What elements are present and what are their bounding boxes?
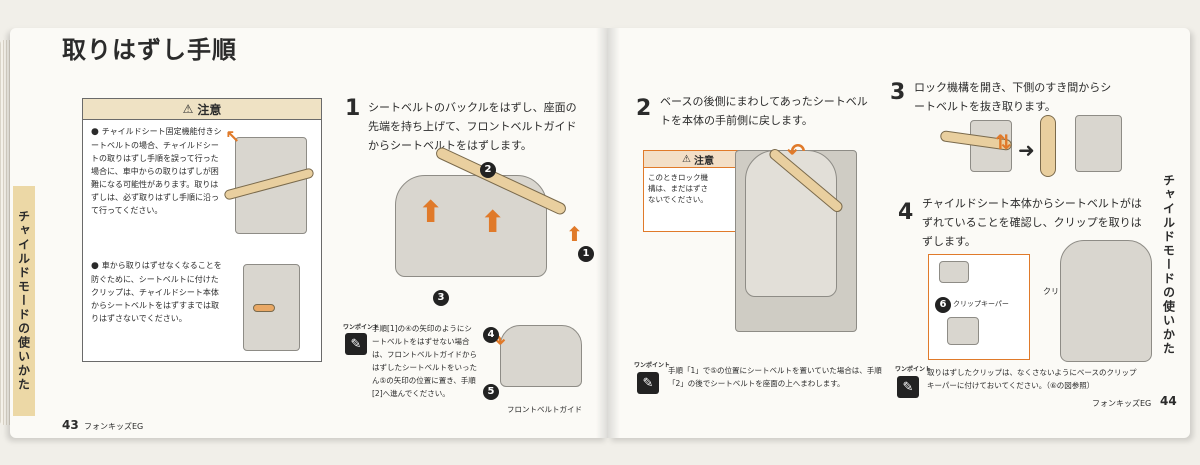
- seat-front-illustration: [500, 325, 582, 387]
- callout-2: 2: [480, 162, 496, 178]
- arrow-up-icon: ⬆: [480, 205, 506, 240]
- caution-box: ⚠ 注意 ● チャイルドシート固定機能付きシートベルトの場合、チャイルドシートの…: [82, 98, 322, 362]
- clip-mark: [253, 304, 275, 312]
- clip-label: クリップ: [1043, 287, 1075, 296]
- pencil-icon: ✎: [897, 376, 919, 398]
- caution-header-2: ⚠ 注意: [644, 151, 752, 168]
- step-2-text: ベースの後側にまわしてあったシートベルトを本体の手前側に戻します。: [660, 95, 868, 127]
- chapter-tab-right: チャイルドモードの使いかた: [1161, 174, 1176, 356]
- page-number-left: 43: [62, 418, 79, 432]
- model-name-right: フォンキッズEG: [1092, 399, 1152, 408]
- warning-icon: ⚠: [182, 102, 194, 116]
- step-4-text: チャイルドシート本体からシートベルトがはずれていることを確認し、クリップを取りは…: [922, 197, 1142, 248]
- caution-item-2: ● 車から取りはずせなくなることを防ぐために、シートベルトに付けたクリップは、チ…: [91, 261, 222, 323]
- callout-5: 5: [483, 384, 499, 400]
- onepoint-label: ワンポイント: [895, 366, 932, 373]
- pencil-icon: ✎: [637, 372, 659, 394]
- callout-3: 3: [433, 290, 449, 306]
- front-belt-guide-label: フロントベルトガイド: [507, 405, 582, 414]
- step-1-text: シートベルトのバックルをはずし、座面の先端を持ち上げて、フロントベルトガイドから…: [368, 101, 577, 152]
- right-page: [608, 28, 1190, 438]
- onepoint-label: ワンポイント: [343, 324, 380, 331]
- arrow-icon: ↖: [225, 127, 241, 148]
- callout-1: 1: [578, 246, 594, 262]
- onepoint-text-2: 取りはずしたクリップは、なくさないようにベースのクリップキーパーに付けておいてく…: [927, 368, 1137, 390]
- seatbelt-illustration: [1040, 115, 1056, 177]
- page-number-right: 44: [1160, 394, 1177, 408]
- book-spine: [596, 28, 620, 438]
- arrow-curve-icon: ↶: [787, 140, 806, 165]
- pencil-icon: ✎: [345, 333, 367, 355]
- clip-keeper-callout: 6 クリップキーパー: [928, 254, 1030, 360]
- warning-icon: ⚠: [682, 153, 691, 165]
- child-seat-in-car-illustration: [1060, 240, 1152, 362]
- arrow-up-icon: ⬆: [566, 222, 583, 246]
- model-name-left: フォンキッズEG: [84, 422, 144, 431]
- step-4-number: 4: [898, 200, 914, 225]
- step-3-number: 3: [890, 80, 906, 105]
- arrow-up-icon: ⬆: [418, 195, 444, 230]
- onepoint-label: ワンポイント: [634, 362, 671, 369]
- page-title: 取りはずし手順: [62, 36, 237, 64]
- onepoint-text: 手順[1]の④の矢印のようにシートベルトをはずせない場合は、フロントベルトガイド…: [372, 324, 477, 398]
- caution-header: ⚠ 注意: [83, 99, 321, 120]
- caution-box-2: ⚠ 注意 このときロック機構は、まだはずさないでください。: [643, 150, 753, 232]
- step-3-text: ロック機構を開き、下側のすき間からシートベルトを抜き取ります。: [914, 81, 1112, 113]
- caution-text-2: このときロック機構は、まだはずさないでください。: [648, 173, 708, 204]
- lock-removed-illustration: [1075, 115, 1122, 172]
- clip-illustration: [939, 261, 969, 283]
- callout-6: 6: [935, 297, 951, 313]
- step-1-number: 1: [345, 96, 361, 121]
- clip-keeper-illustration: [947, 317, 979, 345]
- step-2-number: 2: [636, 96, 652, 121]
- callout-4: 4: [483, 327, 499, 343]
- chapter-tab-left: チャイルドモードの使いかた: [13, 186, 35, 416]
- onepoint-text-1: 手順「1」で⑤の位置にシートベルトを置いていた場合は、手順「2」の後でシートベル…: [668, 366, 882, 388]
- arrow-right-icon: ➜: [1018, 138, 1035, 162]
- caution-item-1: ● チャイルドシート固定機能付きシートベルトの場合、チャイルドシートの取りはずし…: [91, 127, 222, 215]
- arrow-updown-icon: ⇅: [995, 130, 1012, 154]
- clip-keeper-label: クリップキーパー: [953, 300, 1009, 308]
